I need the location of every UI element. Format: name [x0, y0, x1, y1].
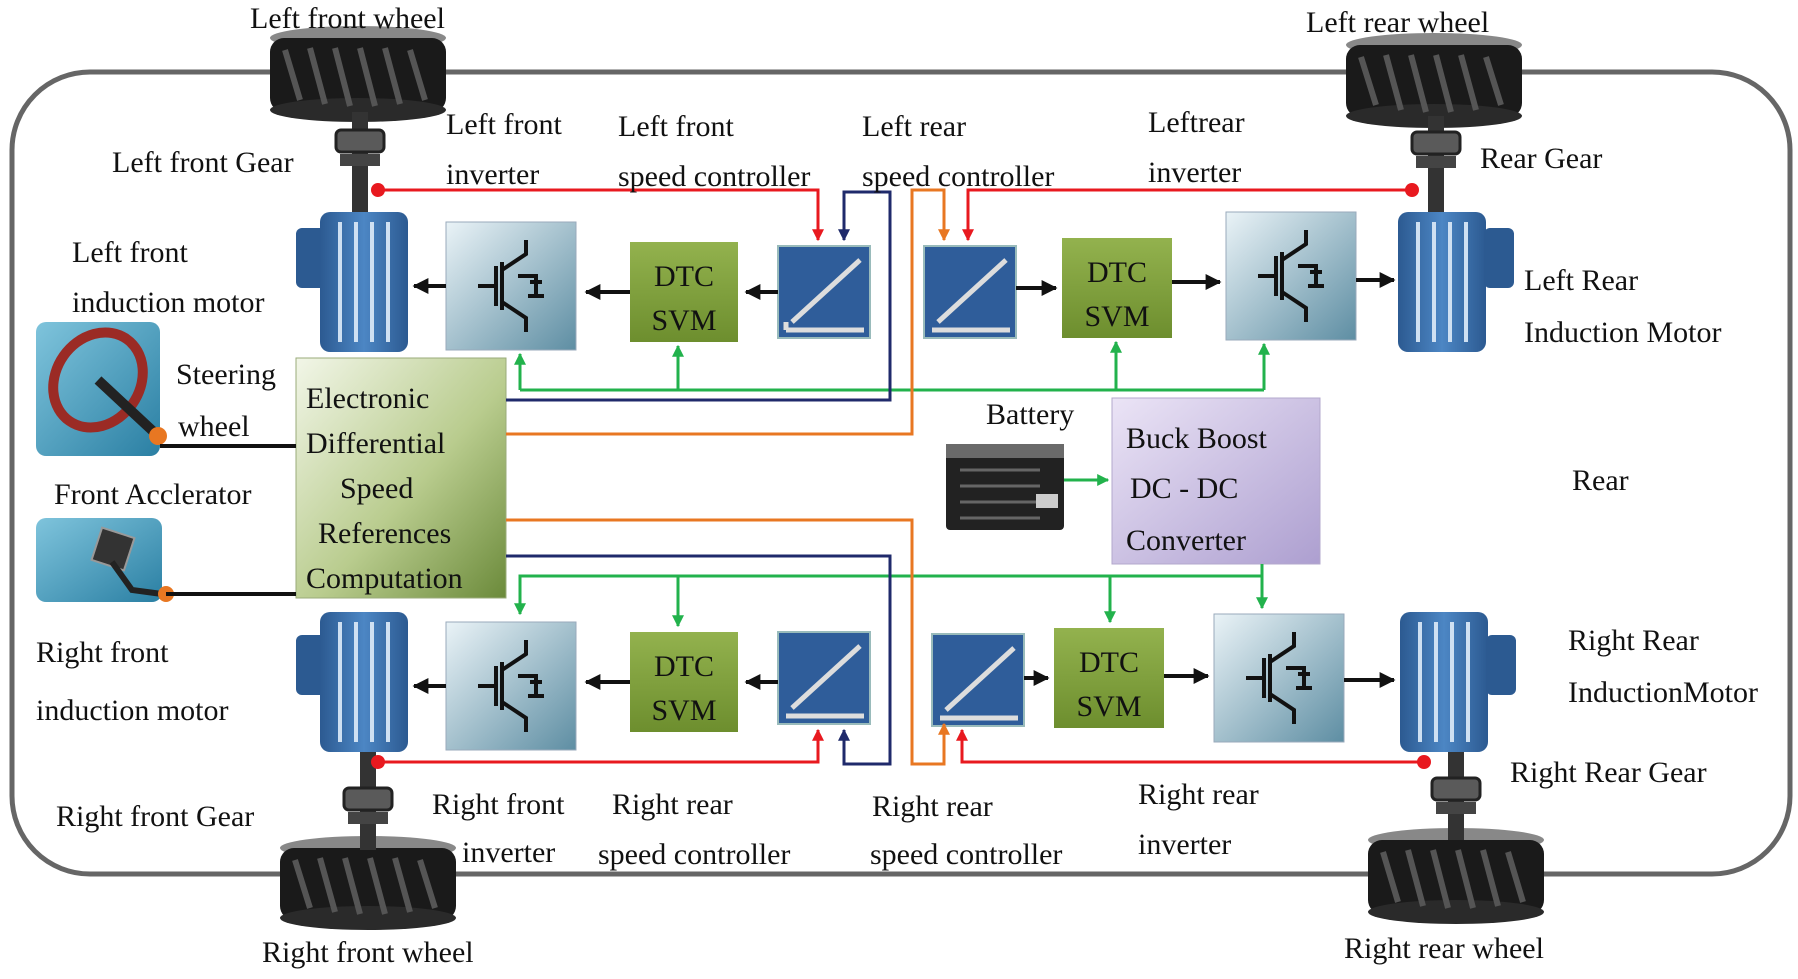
label-left-front-inverter-2: inverter — [446, 158, 539, 191]
dtc-svm-left-front: DTC SVM — [630, 242, 738, 342]
dtc-svm-right-rear: DTC SVM — [1054, 628, 1164, 728]
speed-sensor-dots — [371, 183, 1431, 769]
label-rr-speed-ctrl-a-2: speed controller — [598, 838, 790, 871]
label-rf-inverter-1: Right front — [432, 788, 565, 821]
speed-controller-left-front — [777, 245, 871, 339]
label-left-front-gear: Left front Gear — [112, 146, 294, 179]
speed-controller-right-front — [777, 631, 871, 725]
svg-text:References: References — [318, 517, 451, 550]
svg-text:Electronic: Electronic — [306, 382, 429, 415]
battery-icon — [946, 444, 1064, 530]
svg-text:DTC: DTC — [654, 260, 714, 293]
label-left-front-wheel: Left front wheel — [250, 2, 445, 35]
label-rr-motor-2: InductionMotor — [1568, 676, 1758, 709]
left-rear-wheel — [1346, 33, 1522, 128]
label-lf-motor-1: Left front — [72, 236, 188, 269]
dtc-svm-left-rear: DTC SVM — [1062, 238, 1172, 338]
label-lf-speed-ctrl-2: speed controller — [618, 160, 810, 193]
label-rear-gear: Rear Gear — [1480, 142, 1602, 175]
left-front-wheel — [270, 26, 446, 122]
speed-reference-navy — [506, 190, 892, 766]
labels: Left front wheel Left rear wheel Right f… — [36, 2, 1758, 969]
vehicle-chassis — [9, 69, 1793, 877]
label-lr-motor-2: Induction Motor — [1524, 316, 1721, 349]
svg-text:DC - DC: DC - DC — [1130, 472, 1238, 505]
svg-text:Differential: Differential — [306, 427, 445, 460]
label-steering-1: Steering — [176, 358, 276, 391]
svg-text:DTC: DTC — [1079, 646, 1139, 679]
label-right-rear-wheel: Right rear wheel — [1344, 932, 1544, 965]
label-rr-speed-ctrl-a-1: Right rear — [612, 788, 733, 821]
label-right-front-wheel: Right front wheel — [262, 936, 474, 969]
left-rear-inverter — [1225, 211, 1357, 341]
svg-text:DTC: DTC — [1087, 256, 1147, 289]
right-rear-wheel — [1368, 828, 1544, 924]
label-rf-motor-2: induction motor — [36, 694, 228, 727]
svg-text:SVM: SVM — [651, 694, 716, 727]
svg-text:SVM: SVM — [1084, 300, 1149, 333]
electronic-differential-block: Electronic Differential Speed References… — [295, 357, 507, 599]
label-lr-motor-1: Left Rear — [1524, 264, 1638, 297]
svg-text:DTC: DTC — [654, 650, 714, 683]
label-lr-inverter-2: inverter — [1148, 156, 1241, 189]
svg-text:SVM: SVM — [1076, 690, 1141, 723]
left-front-gear — [334, 112, 386, 212]
speed-feedback-red — [376, 188, 1424, 764]
label-rf-motor-1: Right front — [36, 636, 169, 669]
dtc-svm-right-front: DTC SVM — [630, 632, 738, 732]
speed-controller-right-rear — [931, 633, 1025, 727]
label-lr-speed-ctrl-1: Left rear — [862, 110, 966, 143]
label-rear: Rear — [1572, 464, 1629, 497]
label-rr-inverter-2: inverter — [1138, 828, 1231, 861]
label-lf-speed-ctrl-1: Left front — [618, 110, 734, 143]
label-rr-motor-1: Right Rear — [1568, 624, 1699, 657]
left-front-inverter — [445, 221, 577, 351]
label-rr-inverter-1: Right rear — [1138, 778, 1259, 811]
right-rear-motor — [1400, 612, 1516, 752]
svg-text:SVM: SVM — [651, 304, 716, 337]
label-left-rear-wheel: Left rear wheel — [1306, 6, 1489, 39]
label-rr-speed-ctrl-b-1: Right rear — [872, 790, 993, 823]
label-lr-speed-ctrl-2: speed controller — [862, 160, 1054, 193]
svg-text:Converter: Converter — [1126, 524, 1246, 557]
right-front-gear — [342, 745, 394, 850]
svg-text:Buck Boost: Buck Boost — [1126, 422, 1268, 455]
accelerator-pedal-icon — [36, 518, 174, 602]
right-front-motor — [296, 612, 408, 752]
label-rf-inverter-2: inverter — [462, 836, 555, 869]
label-lr-inverter-1: Leftrear — [1148, 106, 1245, 139]
left-front-motor — [296, 212, 408, 352]
right-front-inverter — [445, 621, 577, 751]
rear-gear — [1410, 116, 1462, 212]
label-front-accelerator: Front Acclerator — [54, 478, 251, 511]
left-rear-motor — [1398, 212, 1514, 352]
right-rear-gear — [1430, 735, 1482, 840]
label-left-front-inverter-1: Left front — [446, 108, 562, 141]
buck-boost-converter: Buck Boost DC - DC Converter — [1111, 397, 1321, 565]
label-steering-2: wheel — [178, 410, 250, 443]
svg-text:Speed: Speed — [340, 472, 413, 505]
speed-reference-orange — [506, 188, 950, 766]
steering-wheel-icon — [36, 322, 167, 456]
label-lf-motor-2: induction motor — [72, 286, 264, 319]
label-right-rear-gear: Right Rear Gear — [1510, 756, 1707, 789]
right-rear-inverter — [1213, 613, 1345, 743]
svg-text:Computation: Computation — [306, 562, 463, 595]
power-flow-arrows — [160, 272, 1396, 694]
label-rr-speed-ctrl-b-2: speed controller — [870, 838, 1062, 871]
label-right-front-gear: Right front Gear — [56, 800, 254, 833]
right-front-wheel — [280, 836, 456, 930]
label-battery: Battery — [986, 398, 1074, 431]
speed-controller-left-rear — [923, 245, 1017, 339]
